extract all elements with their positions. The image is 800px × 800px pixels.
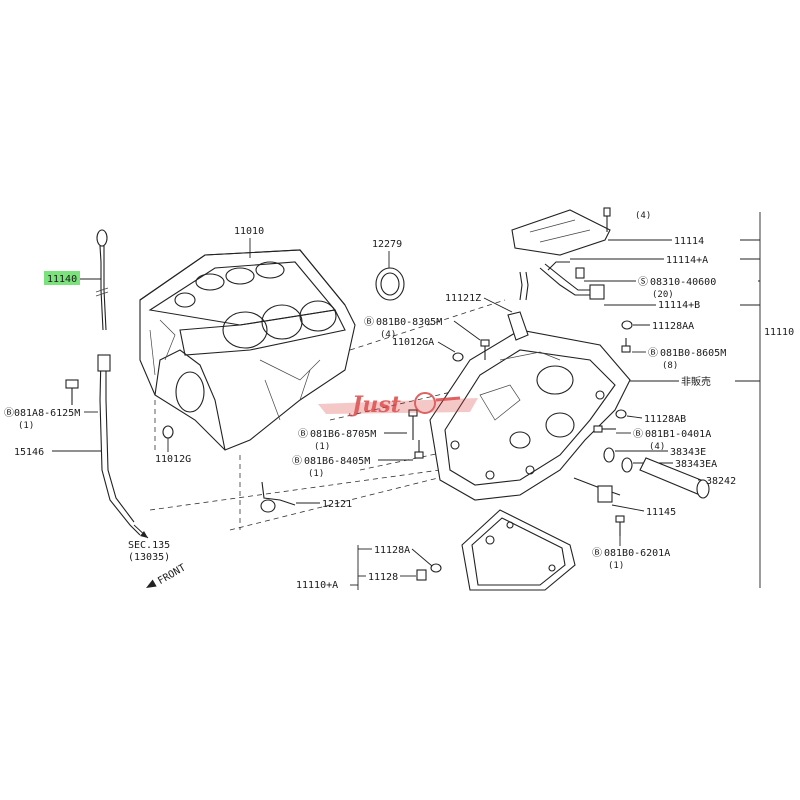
label-11110[interactable]: 11110 [764, 327, 794, 338]
label-08310-40600[interactable]: 08310-40600 [650, 277, 716, 288]
label-11128aa[interactable]: 11128AA [652, 321, 694, 332]
qty-081b0-6201a: (1) [608, 561, 624, 571]
label-11012g[interactable]: 11012G [155, 454, 191, 465]
qty-081b0-8305m: (4) [380, 330, 396, 340]
qty-081a8-6125m: (1) [18, 421, 34, 431]
label-11121z[interactable]: 11121Z [445, 293, 481, 304]
washer-11128ab [615, 409, 627, 419]
label-sec-135-sub: (13035) [128, 552, 170, 563]
plug-11128 [416, 569, 427, 581]
label-15146[interactable]: 15146 [14, 447, 44, 458]
bolt-081b1-0401a [593, 425, 616, 433]
upper-oil-pan [429, 329, 631, 501]
label-081a8-6125m[interactable]: 081A8-6125M [14, 408, 80, 419]
label-38242[interactable]: 38242 [706, 476, 736, 487]
washer-11128aa [621, 320, 633, 330]
qty-081b6-8705m: (1) [314, 442, 330, 452]
label-38343e[interactable]: 38343E [670, 447, 706, 458]
oil-seal-12279 [375, 267, 405, 301]
bolt-081b6-8705m [408, 409, 418, 440]
qty-081b0-8605m: (8) [662, 361, 678, 371]
svg-text:Just: Just [348, 392, 401, 418]
oring-38343e [603, 447, 615, 463]
bolt-081b6-8405m [414, 440, 424, 459]
tube-38242 [639, 457, 710, 499]
label-081b6-8705m[interactable]: 081B6-8705M [310, 429, 376, 440]
qty-08310-40600: (20) [652, 290, 674, 300]
label-11114-a[interactable]: 11114+A [666, 255, 708, 266]
strainer-pipe-11114a [519, 261, 605, 301]
label-sec-135[interactable]: SEC.135 [128, 540, 170, 551]
qty-081b1-0401a: (4) [649, 442, 665, 452]
label-top-qty: (4) [635, 211, 651, 221]
label-38343ea[interactable]: 38343EA [675, 459, 717, 470]
label-081b0-8305m[interactable]: 081B0-8305M [376, 317, 442, 328]
front-arrow-icon: FRONT [146, 562, 188, 588]
plug-11012g [162, 425, 174, 439]
label-11145[interactable]: 11145 [646, 507, 676, 518]
bolt-circle-icon-8405m: Ⓑ [292, 455, 302, 467]
label-11114-b[interactable]: 11114+B [658, 300, 700, 311]
svg-text:FRONT: FRONT [156, 562, 188, 587]
label-081b6-8405m[interactable]: 081B6-8405M [304, 456, 370, 467]
lower-oil-pan [461, 509, 576, 591]
qty-081b6-8405m: (1) [308, 469, 324, 479]
bolt-circle-icon-08310: Ⓢ [638, 276, 648, 288]
label-11114[interactable]: 11114 [674, 236, 704, 247]
label-12279[interactable]: 12279 [372, 239, 402, 250]
bolt-circle-icon-8305m: Ⓑ [364, 316, 374, 328]
baffle-plate-11114 [511, 207, 611, 256]
label-11010[interactable]: 11010 [234, 226, 264, 237]
bracket-11145 [573, 477, 621, 503]
plug-11012ga [452, 352, 464, 362]
bolt-081b0-8305m [480, 339, 490, 360]
label-not-for-sale[interactable]: 非販売 [681, 375, 711, 388]
label-11128ab[interactable]: 11128AB [644, 414, 686, 425]
label-081b1-0401a[interactable]: 081B1-0401A [645, 429, 711, 440]
dipstick [95, 229, 141, 536]
label-081b0-6201a[interactable]: 081B0-6201A [604, 548, 670, 559]
bolt-081b0-8605m [621, 338, 631, 353]
label-12121[interactable]: 12121 [322, 499, 352, 510]
bolt-081a8-6125m [65, 379, 79, 405]
bolt-circle-icon: Ⓑ [4, 407, 14, 419]
dipstick-label-highlight [44, 271, 80, 285]
label-081b0-8605m[interactable]: 081B0-8605M [660, 348, 726, 359]
bolt-circle-icon-8605m: Ⓑ [648, 347, 658, 359]
bolt-circle-icon-6201a: Ⓑ [592, 547, 602, 559]
label-11128[interactable]: 11128 [368, 572, 398, 583]
label-11140[interactable]: 11140 [47, 274, 77, 285]
label-11128a[interactable]: 11128A [374, 545, 410, 556]
bolt-circle-icon-0401a: Ⓑ [633, 428, 643, 440]
bolt-circle-icon-8705m: Ⓑ [298, 428, 308, 440]
sensor-12121 [260, 481, 296, 513]
cylinder-block [139, 249, 356, 451]
washer-11128a [430, 563, 442, 573]
gasket-11121z [507, 311, 529, 341]
label-11012ga[interactable]: 11012GA [392, 337, 434, 348]
label-11110-a[interactable]: 11110+A [296, 580, 338, 591]
oring-38343ea [621, 457, 633, 473]
bolt-081b0-6201a [615, 515, 625, 536]
watermark-logo: Just [318, 392, 478, 418]
